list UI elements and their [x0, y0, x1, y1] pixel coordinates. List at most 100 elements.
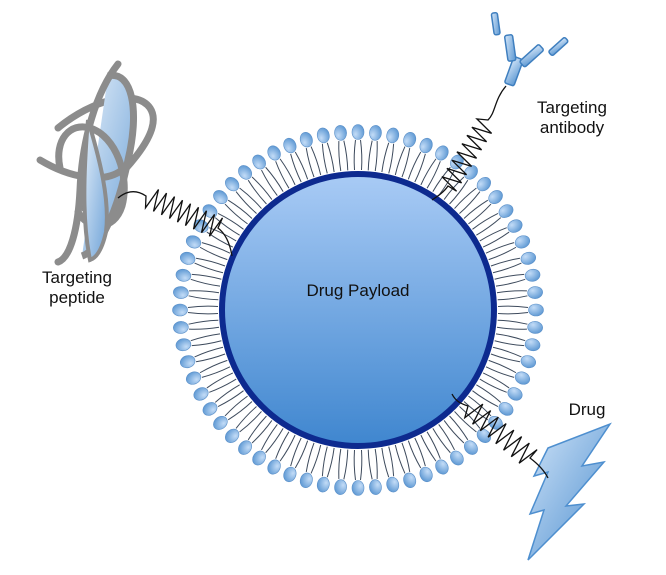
lipid-tail — [388, 143, 395, 174]
lipid-tail — [443, 420, 465, 444]
lipid-tail — [217, 213, 244, 230]
lipid-tail — [449, 415, 469, 441]
lipid-head — [172, 303, 188, 317]
lipid-tail — [495, 278, 526, 287]
lipid-head — [520, 251, 537, 265]
lipid-tail — [310, 444, 322, 474]
lipid-tail — [407, 151, 422, 180]
lipid-head — [267, 459, 281, 475]
lipid-head — [185, 371, 202, 385]
lipid-head — [498, 204, 514, 218]
lipid-tail — [239, 411, 262, 433]
lipid-head — [386, 127, 400, 144]
lipid-tail — [261, 424, 278, 451]
lipid-tail — [381, 447, 390, 478]
lipid-head — [316, 476, 330, 493]
lipid-tail — [338, 141, 342, 172]
drug-payload-label: Drug Payload — [306, 281, 409, 300]
lipid-tail — [188, 295, 219, 301]
lipid-head — [435, 145, 449, 161]
peptide-linker — [117, 189, 233, 257]
targeting-peptide-label: Targeting peptide — [42, 268, 112, 307]
lipid-head — [213, 190, 228, 205]
lipid-tail — [449, 179, 469, 205]
lipid-head — [524, 268, 541, 282]
lipid-tail — [388, 446, 395, 477]
lipid-tail — [360, 449, 363, 481]
lipid-tail — [476, 217, 502, 236]
lipid-head — [185, 235, 202, 249]
lipid-tail — [485, 242, 515, 254]
lipid-head — [514, 371, 531, 385]
lipid-head — [334, 479, 347, 495]
lipid-head — [476, 428, 491, 443]
lipid-head — [419, 466, 433, 483]
drug-payload-core — [219, 171, 497, 449]
lipid-tail — [468, 203, 492, 225]
lipid-head — [450, 450, 464, 466]
lipid-head — [238, 165, 253, 180]
lipid-tail — [294, 440, 309, 469]
lipid-tail — [479, 227, 507, 242]
lipid-head — [173, 321, 189, 334]
lipid-tail — [360, 139, 363, 171]
lipid-head — [175, 338, 192, 352]
lipid-tail — [265, 166, 284, 192]
lipid-tail — [251, 176, 273, 200]
lipid-tail — [227, 401, 253, 421]
lipid-tail — [247, 179, 267, 205]
lipid-tail — [426, 161, 441, 189]
lipid-head — [267, 145, 281, 161]
lipid-tail — [479, 378, 507, 393]
targeting-antibody-label: Targeting antibody — [537, 98, 607, 137]
lipid-tail — [199, 359, 228, 374]
lipid-head — [527, 286, 543, 299]
lipid-head — [403, 472, 417, 489]
lipid-head — [213, 415, 228, 430]
lipid-head — [524, 338, 541, 352]
lipid-tail — [401, 442, 411, 473]
lipid-tail — [488, 359, 517, 374]
lipid-tail — [235, 406, 257, 429]
lipid-tail — [190, 278, 221, 287]
lipid-tail — [275, 431, 290, 459]
lipid-tail — [275, 161, 290, 189]
lipid-tail — [338, 448, 342, 479]
lipid-tail — [235, 191, 257, 214]
lipid-head — [369, 125, 382, 141]
lipid-tail — [492, 346, 522, 358]
lipid-tail — [199, 246, 228, 261]
lipid-tail — [206, 372, 234, 389]
lipid-tail — [459, 191, 481, 214]
lipid-tail — [209, 378, 237, 393]
peptide-coil-icon — [36, 60, 157, 266]
lipid-tail — [381, 142, 390, 173]
lipid-tail — [374, 141, 378, 172]
lipid-head — [351, 480, 365, 496]
lipid-tail — [326, 142, 335, 173]
lipid-tail — [401, 147, 411, 178]
lipid-head — [507, 219, 523, 233]
lipid-tail — [343, 140, 349, 171]
lipid-head — [463, 440, 478, 455]
lipid-tail — [492, 262, 522, 274]
lipid-tail — [494, 273, 525, 280]
lipid-tail — [476, 384, 502, 403]
lipid-head — [225, 177, 240, 192]
lipid-tail — [485, 366, 515, 378]
lipid-head — [514, 235, 531, 249]
lipid-tail — [189, 326, 220, 330]
lipid-tail — [206, 231, 234, 248]
lipid-tail — [189, 290, 220, 294]
lipid-head — [252, 450, 266, 466]
lipid-tail — [426, 431, 441, 459]
lipid-tail — [305, 442, 315, 473]
lipid-head — [435, 459, 449, 475]
lipid-tail — [353, 139, 356, 171]
lipid-tail — [187, 312, 219, 315]
lipid-tail — [459, 406, 481, 429]
lipid-tail — [367, 140, 373, 171]
lipid-tail — [195, 353, 226, 363]
lipid-tail — [488, 246, 517, 261]
